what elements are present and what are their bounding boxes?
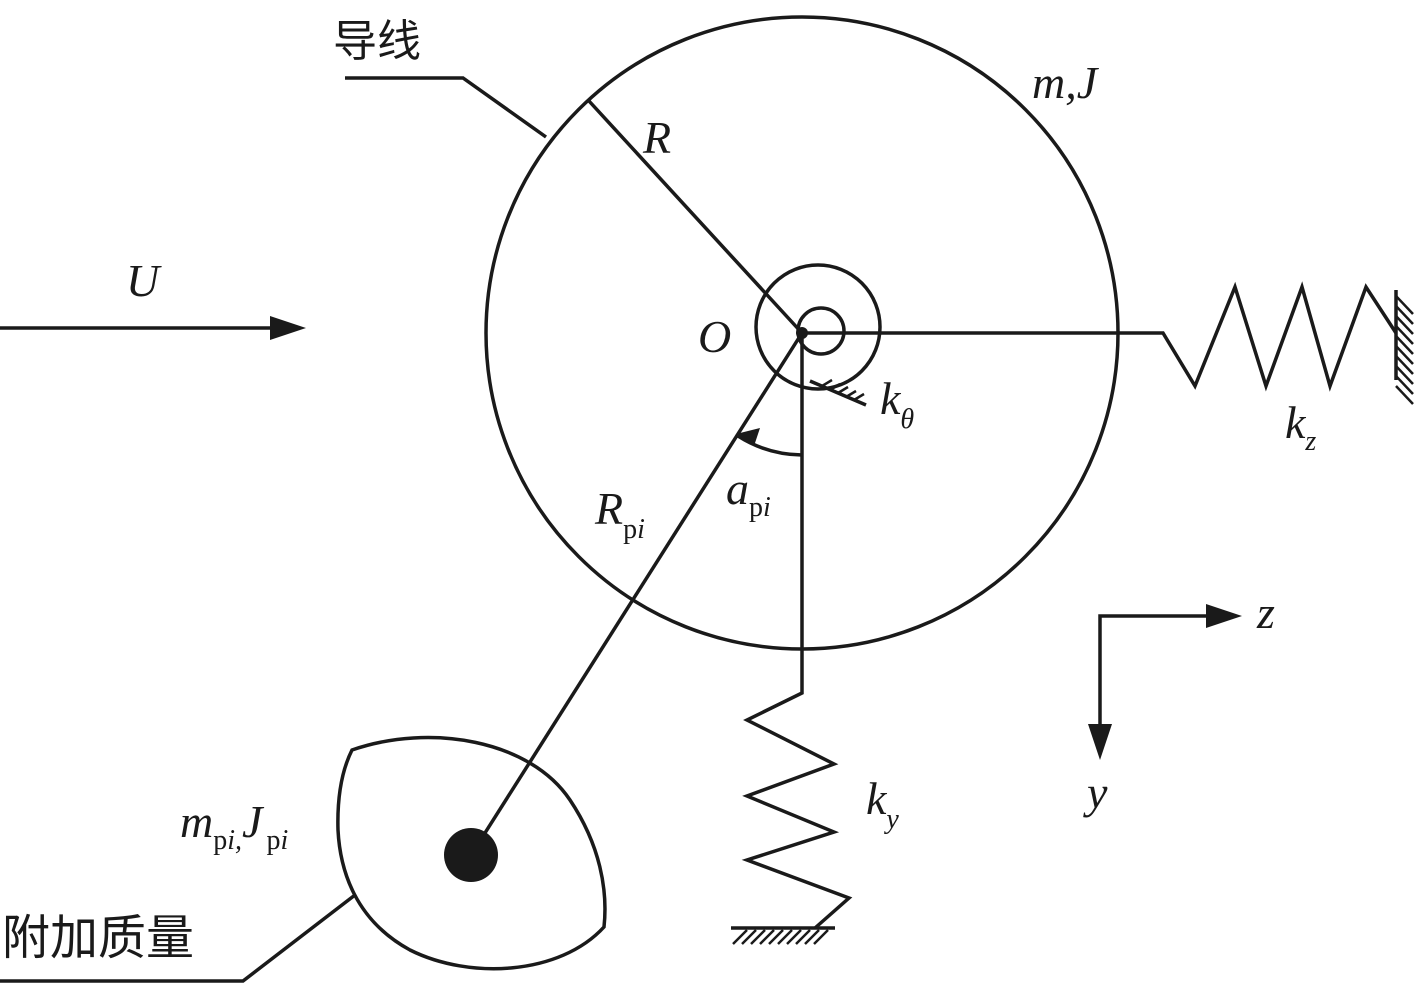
attached-mass-leader-line xyxy=(0,893,357,983)
horizontal-spring xyxy=(802,281,1398,392)
angle-arc xyxy=(737,434,803,457)
attached-mass-label: 附加质量 xyxy=(2,910,194,966)
m-pi-sub-i: i, xyxy=(227,825,242,856)
y-axis-label: y xyxy=(1083,767,1108,818)
m-pi-base: m xyxy=(180,796,213,847)
k-z-label: kz xyxy=(1285,397,1316,457)
torsion-spring-outer xyxy=(754,263,882,391)
k-theta-base: k xyxy=(880,373,902,424)
k-y-base: k xyxy=(866,773,888,824)
radius-line xyxy=(587,99,804,335)
k-z-sub: z xyxy=(1304,426,1316,457)
j-pi-base: J xyxy=(242,796,265,847)
angle-arc-head xyxy=(736,428,760,446)
attached-mass-center xyxy=(444,828,498,882)
axes-corner xyxy=(1098,614,1216,730)
k-theta-label: kθ xyxy=(880,373,914,435)
radius-label: R xyxy=(642,112,671,163)
conductor-mass-inertia-label: m,J xyxy=(1032,57,1100,108)
r-pi-sub-p: p xyxy=(623,514,637,545)
r-pi-base: R xyxy=(594,483,623,534)
wind-arrow-head xyxy=(270,316,306,340)
a-pi-label: api xyxy=(726,463,771,523)
y-axis-arrowhead xyxy=(1088,724,1112,760)
r-pi-sub-i: i xyxy=(637,514,645,545)
k-z-base: k xyxy=(1285,397,1307,448)
j-pi-sub-p: p xyxy=(266,825,280,856)
vertical-spring-ground-hatch xyxy=(732,929,829,945)
k-theta-sub: θ xyxy=(900,404,914,435)
z-axis-arrowhead xyxy=(1206,604,1242,628)
a-pi-sub-i: i xyxy=(763,492,771,523)
z-axis-label: z xyxy=(1256,587,1275,638)
j-pi-sub-i: i xyxy=(280,825,288,856)
conductor-label: 导线 xyxy=(333,16,421,67)
attached-mass-arm xyxy=(469,332,804,856)
k-y-label: ky xyxy=(866,773,899,835)
horizontal-spring-wall-hatch xyxy=(1395,295,1414,405)
origin-label: O xyxy=(698,311,731,362)
attached-mass-shape xyxy=(336,735,607,971)
a-pi-base: a xyxy=(726,463,749,514)
vertical-spring xyxy=(741,333,853,930)
k-y-sub: y xyxy=(883,804,899,835)
wind-speed-label: U xyxy=(126,255,162,306)
a-pi-sub-p: p xyxy=(749,492,763,523)
torsion-ground-hatch xyxy=(821,378,865,402)
m-pi-sub-p: p xyxy=(213,825,227,856)
r-pi-label: Rpi xyxy=(594,483,645,545)
conductor-leader-line xyxy=(345,76,548,139)
